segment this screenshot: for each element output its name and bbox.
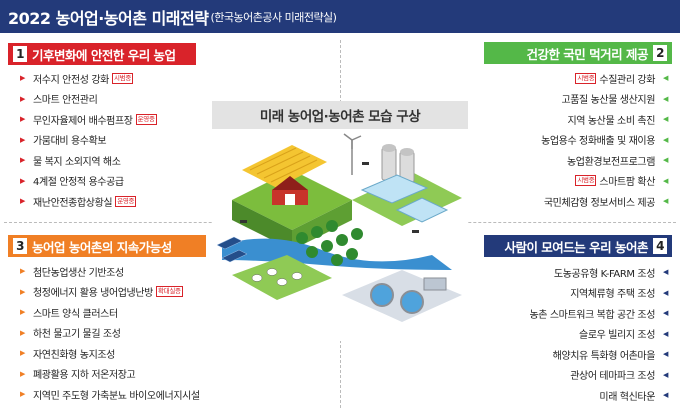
list-item: 농업환경보전프로그램 (541, 150, 668, 171)
section-3-number: 3 (13, 238, 27, 254)
section-2-title: 건강한 국민 먹거리 제공 2 (484, 42, 672, 64)
list-item: 스마트 안전관리 (20, 89, 160, 110)
list-item: 폐광활용 지하 저온저장고 (20, 364, 200, 385)
page-title: 2022 농어업·농어촌 미래전략 (8, 8, 209, 28)
list-item: 스마트 양식 클러스터 (20, 302, 200, 323)
sheep-group (251, 268, 303, 286)
solar-panel-icon (216, 236, 248, 263)
section-3-label: 농어업 농어촌의 지속가능성 (32, 239, 172, 255)
list-item: 관상어 테마파크 조성 (530, 365, 669, 386)
list-item: 지역 농산물 소비 촉진 (541, 109, 668, 130)
section-4-title: 사람이 모여드는 우리 농어촌 4 (484, 235, 672, 257)
section-2-label: 건강한 국민 먹거리 제공 (526, 46, 648, 62)
list-item: 지역체류형 주택 조성 (530, 283, 669, 304)
section-4-number: 4 (653, 238, 667, 254)
list-item: 도농공유형 K-FARM 조성 (530, 262, 669, 283)
page-subtitle: (한국농어촌공사 미래전략실) (210, 10, 337, 24)
list-item: 물 복지 소외지역 해소 (20, 150, 160, 171)
page-header: 2022 농어업·농어촌 미래전략 (한국농어촌공사 미래전략실) (0, 0, 680, 33)
list-item: 자연친화형 농지조성 (20, 343, 200, 364)
greenhouse-icon (395, 197, 449, 223)
silo-icon (381, 147, 397, 181)
greenhouse-field (352, 172, 462, 226)
section-2-number: 2 (653, 45, 667, 61)
list-item: 슬로우 빌리지 조성 (530, 324, 669, 345)
wheat-field (242, 145, 327, 188)
facility-building (423, 277, 447, 291)
section-3-title: 3 농어업 농어촌의 지속가능성 (8, 235, 206, 257)
list-item: 지역민 주도형 가축분뇨 바이오에너지시설 (20, 384, 200, 405)
list-item: 하천 물고기 물길 조성 (20, 323, 200, 344)
water-tank-icon (400, 290, 424, 314)
field-side (232, 200, 292, 250)
list-item: 국민체감형 정보서비스 제공 (541, 191, 668, 212)
drone-icon (240, 162, 419, 233)
list-item: 해양치유 특화형 어촌마을 (530, 344, 669, 365)
list-item: 농촌 스마트워크 복합 공간 조성 (530, 303, 669, 324)
section-1-title: 1 기후변화에 안전한 우리 농업 (8, 43, 196, 65)
pasture-field (232, 255, 332, 300)
status-badge: 시범중 (575, 72, 597, 84)
section-4-list: 도농공유형 K-FARM 조성 지역체류형 주택 조성 농촌 스마트워크 복합 … (530, 262, 669, 406)
status-badge: 운영중 (135, 113, 157, 125)
section-1-number: 1 (13, 46, 27, 62)
list-item: 첨단농업생산 기반조성 (20, 261, 200, 282)
future-village-illustration (216, 133, 462, 322)
status-badge: 확대실증 (155, 286, 183, 298)
list-item: 가뭄대비 용수확보 (20, 130, 160, 151)
center-title: 미래 농어업·농어촌 모습 구상 (212, 101, 468, 129)
list-item: 미래 혁신타운 (530, 385, 669, 406)
list-item: 농업용수 정화배출 및 재이용 (541, 130, 668, 151)
list-item: 고품질 농산물 생산지원 (541, 89, 668, 110)
list-item: 4계절 안정적 용수공급 (20, 171, 160, 192)
wheat-rows (249, 147, 318, 183)
status-badge: 시범중 (575, 175, 597, 187)
section-1-label: 기후변화에 안전한 우리 농업 (32, 47, 176, 63)
status-badge: 운영중 (115, 195, 137, 207)
river (222, 238, 452, 270)
tree-group (296, 220, 363, 266)
water-tank-icon (370, 283, 394, 307)
greenhouse-icon (360, 174, 429, 204)
status-badge: 시범중 (111, 72, 133, 84)
section-4-label: 사람이 모여드는 우리 농어촌 (504, 239, 648, 255)
